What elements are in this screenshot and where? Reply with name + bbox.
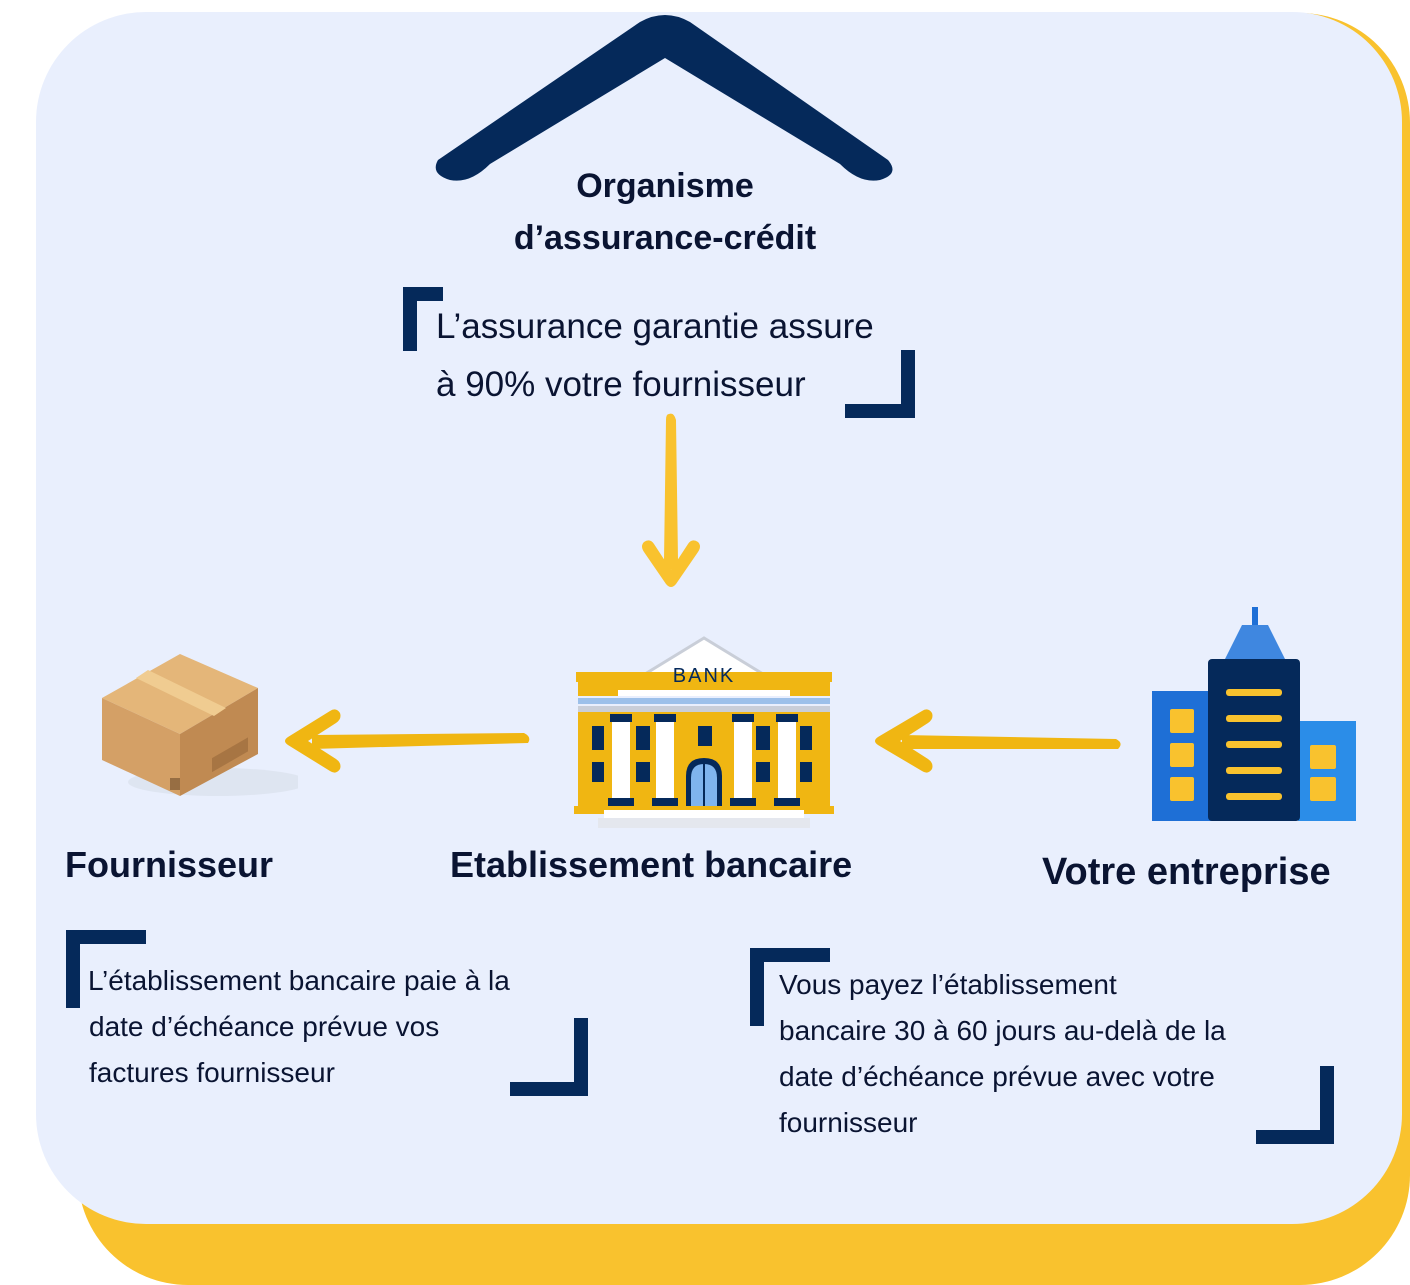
company-description: Vous payez l’établissement bancaire 30 à…	[779, 962, 1339, 1146]
supplier-description-line3: factures fournisseur	[89, 1057, 335, 1088]
arrow-company-to-bank	[875, 709, 1121, 773]
insurer-desc-open-bracket	[403, 287, 443, 351]
insurer-description-line1: L’assurance garantie assure	[436, 307, 874, 346]
supplier-desc-open-bracket	[66, 930, 146, 1008]
supplier-description-line2: date d’échéance prévue vos	[89, 1011, 440, 1042]
company-description-line4: fournisseur	[779, 1107, 918, 1138]
office-buildings-icon	[1152, 607, 1356, 821]
roof-icon	[435, 15, 893, 181]
insurer-description: L’assurance garantie assure à 90% votre …	[436, 298, 956, 414]
company-desc-close-bracket	[1256, 1066, 1334, 1144]
company-description-line1: Vous payez l’établissement	[779, 969, 1117, 1000]
cardboard-box-icon	[102, 654, 298, 796]
supplier-description-line1: L’établissement bancaire paie à la	[88, 965, 510, 996]
arrow-insurer-to-bank	[642, 413, 700, 587]
company-title: Votre entreprise	[1042, 851, 1331, 893]
insurer-title-line2: d’assurance-crédit	[513, 219, 817, 257]
supplier-description: L’établissement bancaire paie à la date …	[88, 958, 598, 1096]
insurer-desc-close-bracket	[845, 350, 915, 418]
diagram-card	[36, 12, 1402, 1224]
insurer-title-line1: Organisme	[576, 167, 754, 205]
bank-building-icon: BANK	[574, 636, 834, 828]
bank-title: Etablissement bancaire	[450, 844, 853, 885]
company-desc-open-bracket	[750, 948, 830, 1026]
bank-sign-text: BANK	[673, 665, 735, 687]
supplier-desc-close-bracket	[510, 1018, 588, 1096]
insurer-title: Organisme d’assurance-crédit	[470, 160, 860, 264]
insurer-description-line2: à 90% votre fournisseur	[436, 365, 806, 404]
company-description-line2: bancaire 30 à 60 jours au-delà de la	[779, 1015, 1226, 1046]
company-description-line3: date d’échéance prévue avec votre	[779, 1061, 1215, 1092]
arrow-bank-to-supplier	[285, 709, 530, 773]
supplier-title: Fournisseur	[65, 844, 274, 885]
